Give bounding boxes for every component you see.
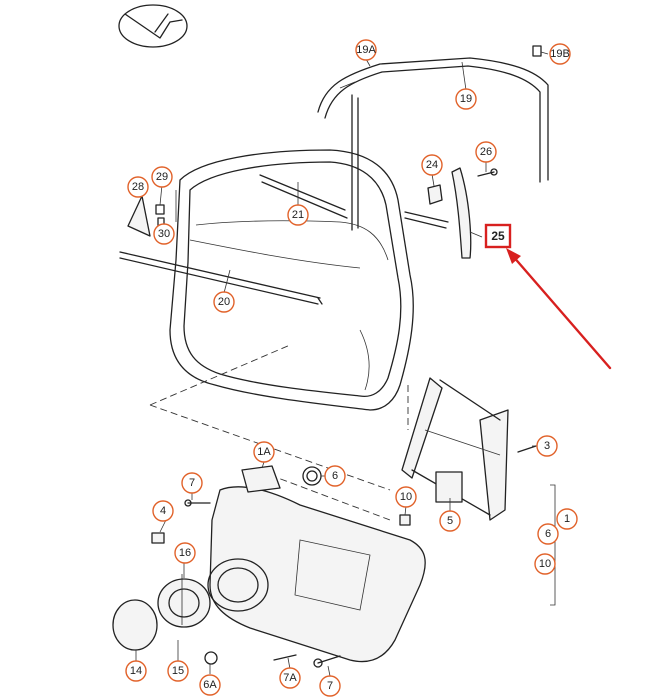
window-trim: [317, 57, 549, 231]
svg-text:4: 4: [160, 505, 166, 517]
svg-text:7: 7: [327, 680, 333, 692]
callout-30: 30: [153, 223, 175, 245]
svg-text:3: 3: [544, 440, 550, 452]
speaker-cover: [112, 599, 158, 651]
callout-10-right: 10: [534, 553, 556, 575]
callout-7-lower: 7: [319, 675, 341, 697]
door-seal-strip: [119, 251, 323, 305]
svg-text:26: 26: [480, 146, 492, 158]
callout-1a: 1A: [253, 441, 275, 463]
svg-text:7A: 7A: [283, 672, 297, 684]
svg-text:29: 29: [156, 171, 168, 183]
callout-19b: 19B: [549, 43, 571, 65]
callout-25-highlighted: 25: [484, 223, 512, 249]
svg-text:24: 24: [426, 159, 438, 171]
logo-emblem-icon: [118, 4, 188, 48]
svg-text:16: 16: [179, 547, 191, 559]
svg-text:28: 28: [132, 181, 144, 193]
svg-text:10: 10: [539, 558, 551, 570]
svg-text:10: 10: [400, 491, 412, 503]
fasteners: [151, 445, 556, 668]
callout-4: 4: [152, 500, 174, 522]
door-shell: [169, 149, 414, 411]
callout-24: 24: [421, 154, 443, 176]
mirror-cover: [127, 195, 165, 237]
svg-text:19A: 19A: [356, 44, 376, 56]
svg-text:1: 1: [564, 513, 570, 525]
speaker: [157, 578, 211, 628]
svg-text:6: 6: [332, 470, 338, 482]
svg-text:20: 20: [218, 296, 230, 308]
svg-text:14: 14: [130, 665, 142, 677]
callout-20: 20: [213, 291, 235, 313]
trim-clip: [532, 45, 542, 57]
svg-text:19: 19: [460, 93, 472, 105]
callout-28: 28: [127, 176, 149, 198]
svg-text:7: 7: [189, 477, 195, 489]
svg-text:6A: 6A: [203, 679, 217, 691]
svg-text:30: 30: [158, 228, 170, 240]
callout-7-upper: 7: [181, 472, 203, 494]
callout-10-upper: 10: [395, 486, 417, 508]
highlight-arrow: [506, 248, 612, 370]
callout-21: 21: [287, 204, 309, 226]
inner-window-strip: [404, 211, 449, 229]
callout-29: 29: [151, 166, 173, 188]
svg-text:6: 6: [545, 528, 551, 540]
callout-1: 1: [556, 508, 578, 530]
callout-19: 19: [455, 88, 477, 110]
svg-text:19B: 19B: [550, 48, 570, 60]
window-regulator: [401, 377, 509, 521]
pillar-trim: [427, 167, 498, 259]
callout-3: 3: [536, 435, 558, 457]
callout-7a: 7A: [279, 667, 301, 689]
callout-6-upper: 6: [324, 465, 346, 487]
svg-text:15: 15: [172, 665, 184, 677]
callout-26: 26: [475, 141, 497, 163]
callout-14: 14: [125, 660, 147, 682]
callout-16: 16: [174, 542, 196, 564]
svg-text:25: 25: [491, 229, 505, 243]
callout-5: 5: [439, 510, 461, 532]
callout-15: 15: [167, 660, 189, 682]
svg-text:1A: 1A: [257, 446, 271, 458]
svg-text:21: 21: [292, 209, 304, 221]
svg-text:5: 5: [447, 515, 453, 527]
callout-6-right: 6: [537, 523, 559, 545]
callout-19a: 19A: [355, 39, 377, 61]
callout-6a: 6A: [199, 674, 221, 696]
door-carrier-panel: [207, 465, 426, 663]
